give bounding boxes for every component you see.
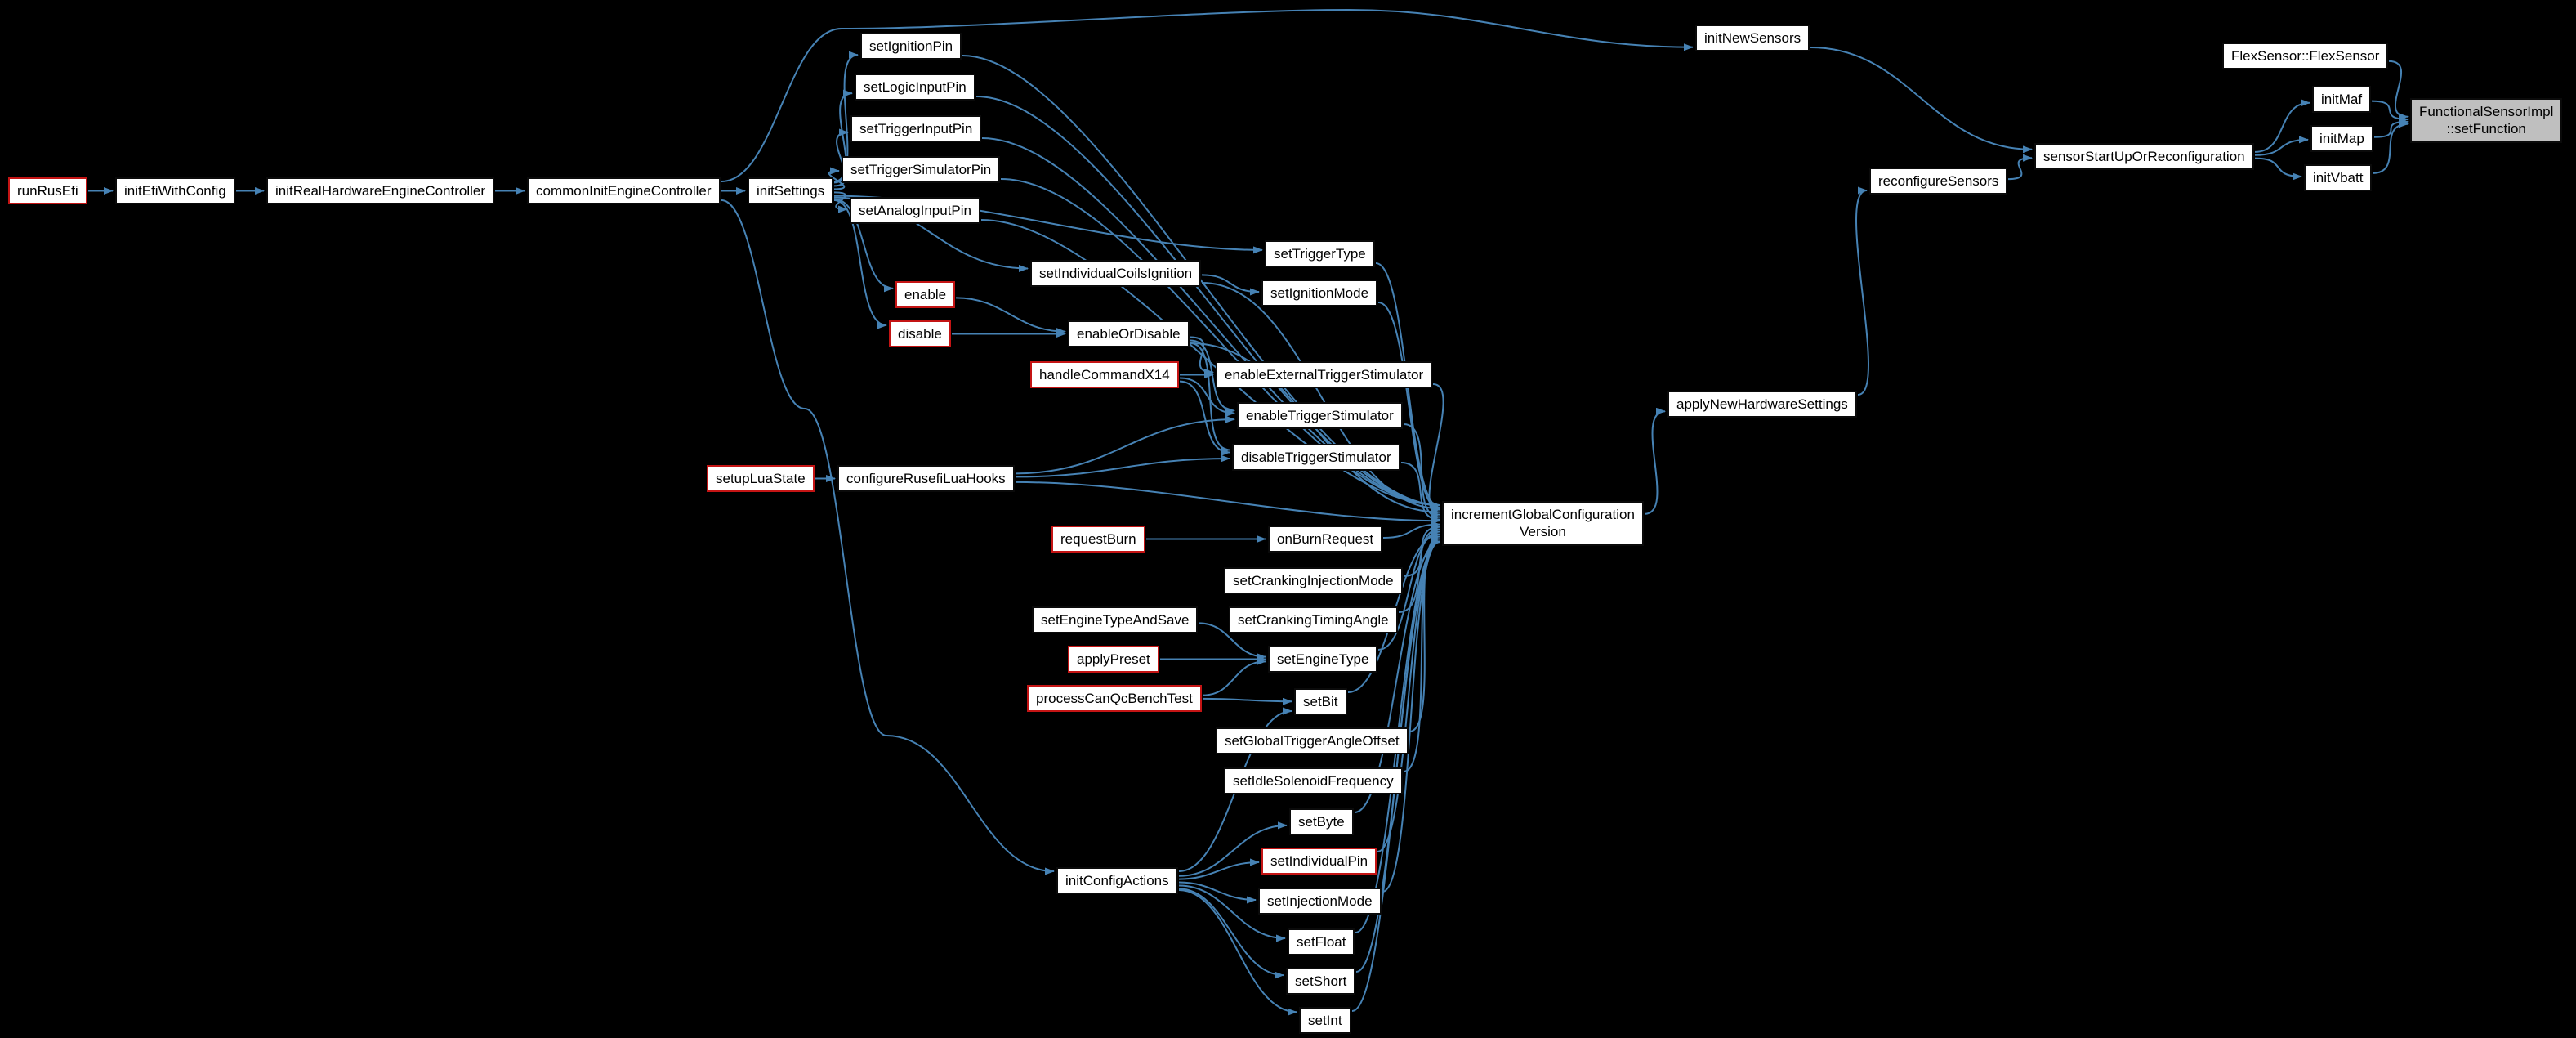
edge-enableOrDisable-to-disableTriggerStimulator <box>1190 342 1230 454</box>
graph-node-initVbatt[interactable]: initVbatt <box>2304 164 2373 192</box>
graph-node-disableTriggerStimulator[interactable]: disableTriggerStimulator <box>1232 444 1400 472</box>
graph-node-runRusEfi[interactable]: runRusEfi <box>8 177 87 205</box>
graph-node-setByte[interactable]: setByte <box>1289 808 1354 836</box>
edge-initVbatt-to-FunctionalSensorImpl-setFunction <box>2372 120 2409 174</box>
graph-node-reconfigureSensors[interactable]: reconfigureSensors <box>1869 168 2008 195</box>
graph-node-setInt[interactable]: setInt <box>1299 1007 1351 1035</box>
edge-enable-to-enableOrDisable <box>955 297 1066 336</box>
edge-initConfigActions-to-setInjectionMode <box>1178 881 1257 904</box>
graph-node-setIgnitionMode[interactable]: setIgnitionMode <box>1261 280 1378 307</box>
graph-node-applyPreset[interactable]: applyPreset <box>1068 646 1159 673</box>
graph-node-configureRusefiLuaHooks[interactable]: configureRusefiLuaHooks <box>837 465 1015 493</box>
edge-handleCommandX14-to-enableTriggerStimulator <box>1179 377 1235 417</box>
graph-node-setCrankingInjectionMode[interactable]: setCrankingInjectionMode <box>1224 567 1403 595</box>
edge-setAnalogInputPin-to-incrementGlobalConfigurationVersion <box>980 219 1440 509</box>
graph-node-enableTriggerStimulator[interactable]: enableTriggerStimulator <box>1237 402 1403 430</box>
edge-setByte-to-incrementGlobalConfigurationVersion <box>1354 537 1440 813</box>
edge-setIndividualCoilsIgnition-to-setIgnitionMode <box>1201 274 1260 296</box>
graph-node-initConfigActions[interactable]: initConfigActions <box>1056 867 1178 895</box>
graph-node-setAnalogInputPin[interactable]: setAnalogInputPin <box>850 197 980 225</box>
edge-configureRusefiLuaHooks-to-incrementGlobalConfigurationVersion <box>1015 481 1440 525</box>
edge-setEngineType-to-incrementGlobalConfigurationVersion <box>1377 527 1440 651</box>
edge-initSettings-to-disable <box>833 199 887 329</box>
edge-enableTriggerStimulator-to-incrementGlobalConfigurationVersion <box>1403 423 1440 521</box>
graph-node-enable[interactable]: enable <box>895 281 956 309</box>
graph-node-setGlobalTriggerAngleOffset[interactable]: setGlobalTriggerAngleOffset <box>1216 727 1409 755</box>
graph-node-incrementGlobalConfigurationVersion[interactable]: incrementGlobalConfiguration Version <box>1442 501 1644 546</box>
graph-node-enableOrDisable[interactable]: enableOrDisable <box>1068 320 1190 348</box>
graph-node-setFloat[interactable]: setFloat <box>1288 928 1355 956</box>
edge-setInjectionMode-to-incrementGlobalConfigurationVersion <box>1382 538 1440 893</box>
edge-setLogicInputPin-to-incrementGlobalConfigurationVersion <box>975 96 1440 509</box>
edge-initConfigActions-to-setShort <box>1178 888 1284 979</box>
graph-node-initMaf[interactable]: initMaf <box>2312 86 2372 114</box>
graph-node-setIgnitionPin[interactable]: setIgnitionPin <box>860 33 962 60</box>
edge-sensorStartUpOrReconfiguration-to-initMaf <box>2254 99 2310 153</box>
graph-node-setIndividualPin[interactable]: setIndividualPin <box>1261 848 1377 875</box>
graph-node-setEngineType[interactable]: setEngineType <box>1268 646 1378 673</box>
edge-initConfigActions-to-setFloat <box>1178 884 1286 942</box>
graph-node-disable[interactable]: disable <box>889 320 951 348</box>
edge-setIndividualCoilsIgnition-to-incrementGlobalConfigurationVersion <box>1201 282 1440 512</box>
edge-enableExternalTriggerStimulator-to-incrementGlobalConfigurationVersion <box>1428 383 1444 519</box>
graph-node-processCanQcBenchTest[interactable]: processCanQcBenchTest <box>1027 685 1202 713</box>
edge-setEngineTypeAndSave-to-setEngineType <box>1198 622 1266 661</box>
edge-incrementGlobalConfigurationVersion-to-applyNewHardwareSettings <box>1644 407 1666 515</box>
edge-configureRusefiLuaHooks-to-disableTriggerStimulator <box>1015 454 1230 478</box>
graph-node-initNewSensors[interactable]: initNewSensors <box>1695 25 1810 52</box>
graph-node-setupLuaState[interactable]: setupLuaState <box>707 465 815 493</box>
edge-commonInitEngineController-to-initNewSensors <box>721 8 1694 182</box>
graph-node-FunctionalSensorImpl-setFunction: FunctionalSensorImpl ::setFunction <box>2410 98 2563 143</box>
graph-node-initMap[interactable]: initMap <box>2310 125 2373 153</box>
graph-node-initRealHardwareEngineController[interactable]: initRealHardwareEngineController <box>266 177 495 205</box>
edge-setTriggerSimulatorPin-to-incrementGlobalConfigurationVersion <box>1000 178 1440 509</box>
edge-processCanQcBenchTest-to-setEngineType <box>1202 657 1266 696</box>
edge-handleCommandX14-to-disableTriggerStimulator <box>1179 380 1230 456</box>
graph-node-setTriggerSimulatorPin[interactable]: setTriggerSimulatorPin <box>842 156 1001 184</box>
graph-node-setTriggerInputPin[interactable]: setTriggerInputPin <box>850 115 982 143</box>
graph-node-FlexSensor-FlexSensor[interactable]: FlexSensor::FlexSensor <box>2222 43 2389 70</box>
edge-applyNewHardwareSettings-to-reconfigureSensors <box>1855 186 1869 396</box>
edge-reconfigureSensors-to-sensorStartUpOrReconfiguration <box>2007 154 2033 181</box>
edge-sensorStartUpOrReconfiguration-to-initVbatt <box>2254 157 2302 181</box>
graph-node-setLogicInputPin[interactable]: setLogicInputPin <box>855 74 975 101</box>
graph-node-setCrankingTimingAngle[interactable]: setCrankingTimingAngle <box>1229 606 1398 634</box>
graph-node-setTriggerType[interactable]: setTriggerType <box>1265 240 1375 268</box>
graph-node-setShort[interactable]: setShort <box>1286 968 1356 995</box>
edge-initSettings-to-enable <box>833 198 894 293</box>
edge-initConfigActions-to-setIndividualPin <box>1178 858 1260 880</box>
edge-FlexSensor-FlexSensor-to-FunctionalSensorImpl-setFunction <box>2388 60 2409 121</box>
edge-configureRusefiLuaHooks-to-enableTriggerStimulator <box>1015 415 1235 475</box>
edge-initConfigActions-to-setByte <box>1178 821 1288 877</box>
graph-node-handleCommandX14[interactable]: handleCommandX14 <box>1030 361 1179 389</box>
graph-node-onBurnRequest[interactable]: onBurnRequest <box>1268 526 1383 553</box>
graph-node-setIndividualCoilsIgnition[interactable]: setIndividualCoilsIgnition <box>1030 260 1202 288</box>
graph-node-commonInitEngineController[interactable]: commonInitEngineController <box>527 177 721 205</box>
graph-node-setBit[interactable]: setBit <box>1294 688 1347 716</box>
graph-node-setInjectionMode[interactable]: setInjectionMode <box>1258 888 1382 915</box>
edge-processCanQcBenchTest-to-setBit <box>1202 697 1292 705</box>
graph-node-initSettings[interactable]: initSettings <box>748 177 834 205</box>
graph-node-enableExternalTriggerStimulator[interactable]: enableExternalTriggerStimulator <box>1216 361 1433 389</box>
edge-initConfigActions-to-setInt <box>1178 889 1297 1016</box>
graph-node-initEfiWithConfig[interactable]: initEfiWithConfig <box>115 177 235 205</box>
edge-commonInitEngineController-to-initConfigActions <box>721 199 1055 875</box>
edge-setIgnitionMode-to-incrementGlobalConfigurationVersion <box>1377 302 1440 514</box>
edge-initNewSensors-to-sensorStartUpOrReconfiguration <box>1810 47 2033 154</box>
edge-initSettings-to-setTriggerSimulatorPin <box>828 167 846 190</box>
edge-sensorStartUpOrReconfiguration-to-initMap <box>2254 136 2309 156</box>
edge-setTriggerInputPin-to-incrementGlobalConfigurationVersion <box>981 137 1440 509</box>
graph-node-setIdleSolenoidFrequency[interactable]: setIdleSolenoidFrequency <box>1224 767 1403 795</box>
graph-node-requestBurn[interactable]: requestBurn <box>1051 526 1145 553</box>
graph-node-sensorStartUpOrReconfiguration[interactable]: sensorStartUpOrReconfiguration <box>2034 143 2254 171</box>
graph-node-applyNewHardwareSettings[interactable]: applyNewHardwareSettings <box>1667 391 1857 418</box>
graph-node-setEngineTypeAndSave[interactable]: setEngineTypeAndSave <box>1032 606 1199 634</box>
